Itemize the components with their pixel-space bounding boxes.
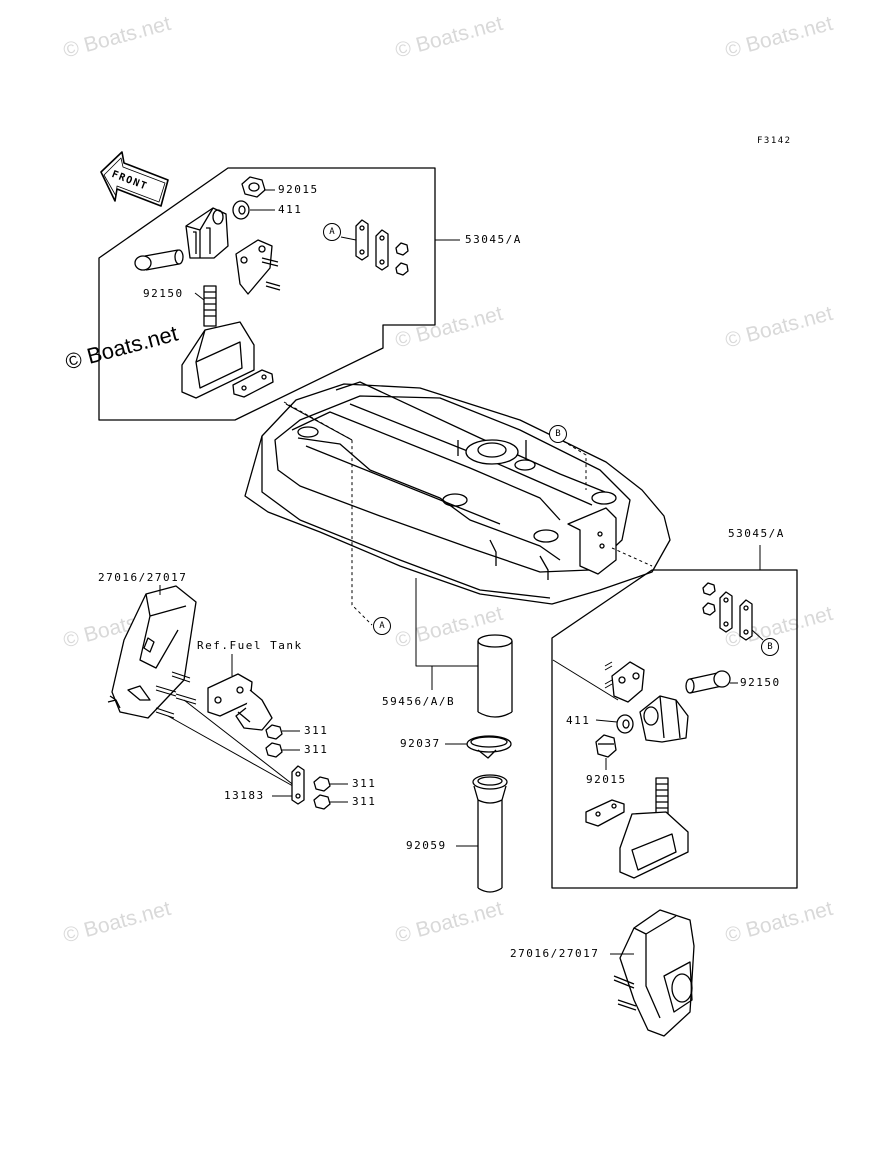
bracket-left (207, 673, 273, 731)
plate-right (585, 799, 625, 827)
callout-a-top: A (323, 223, 341, 241)
part-label-53045-right: 53045/A (728, 527, 785, 540)
callout-b-tank: B (549, 425, 567, 443)
engine-mount-bottom (613, 909, 695, 1037)
mount-upper-top (185, 207, 229, 259)
part-label-92150-right: 92150 (740, 676, 781, 689)
clamp-92037 (466, 735, 512, 759)
part-label-411-right: 411 (566, 714, 591, 727)
callout-a-tank: A (373, 617, 391, 635)
pipe-92059 (472, 774, 508, 893)
part-label-92037: 92037 (400, 737, 441, 750)
part-label-311-2: 311 (304, 743, 329, 756)
engine-mount-left (107, 585, 197, 719)
part-label-311-3: 311 (352, 777, 377, 790)
part-label-13183: 13183 (224, 789, 265, 802)
mount-lower-top (181, 285, 255, 399)
figure-code: F3142 (757, 136, 792, 146)
strap-plates-top (355, 219, 409, 276)
nuts-left (265, 724, 331, 810)
part-label-311-1: 311 (304, 724, 329, 737)
part-label-53045-top: 53045/A (465, 233, 522, 246)
kit-box-right (551, 569, 798, 889)
part-label-92059: 92059 (406, 839, 447, 852)
part-label-92015-top: 92015 (278, 183, 319, 196)
bolt-92150-top (134, 249, 184, 271)
strap-13183 (291, 765, 305, 805)
mount-lower-right (619, 777, 689, 879)
part-label-27016-left: 27016/27017 (98, 571, 188, 584)
nut-92015-top (241, 176, 266, 198)
hose-59456 (477, 634, 513, 718)
part-label-411-top: 411 (278, 203, 303, 216)
plate-top-left (232, 369, 274, 398)
kit-box-top (98, 167, 436, 421)
nut-92015-right (595, 734, 617, 758)
callout-b-right: B (761, 638, 779, 656)
fuel-tank (244, 381, 671, 605)
part-label-92150-top: 92150 (143, 287, 184, 300)
front-arrow (100, 151, 169, 207)
part-label-92015-right: 92015 (586, 773, 627, 786)
washer-411-right (616, 714, 634, 734)
bracket-top-left (235, 239, 281, 295)
washer-411-top (232, 200, 250, 220)
bolt-92150-right (685, 670, 731, 694)
part-label-59456: 59456/A/B (382, 695, 456, 708)
part-label-27016-bottom: 27016/27017 (510, 947, 600, 960)
part-label-311-4: 311 (352, 795, 377, 808)
strap-plates-right (702, 582, 753, 641)
bracket-right (604, 661, 645, 703)
mount-upper-right (639, 695, 689, 743)
ref-fuel-tank-label: Ref.Fuel Tank (197, 639, 303, 652)
